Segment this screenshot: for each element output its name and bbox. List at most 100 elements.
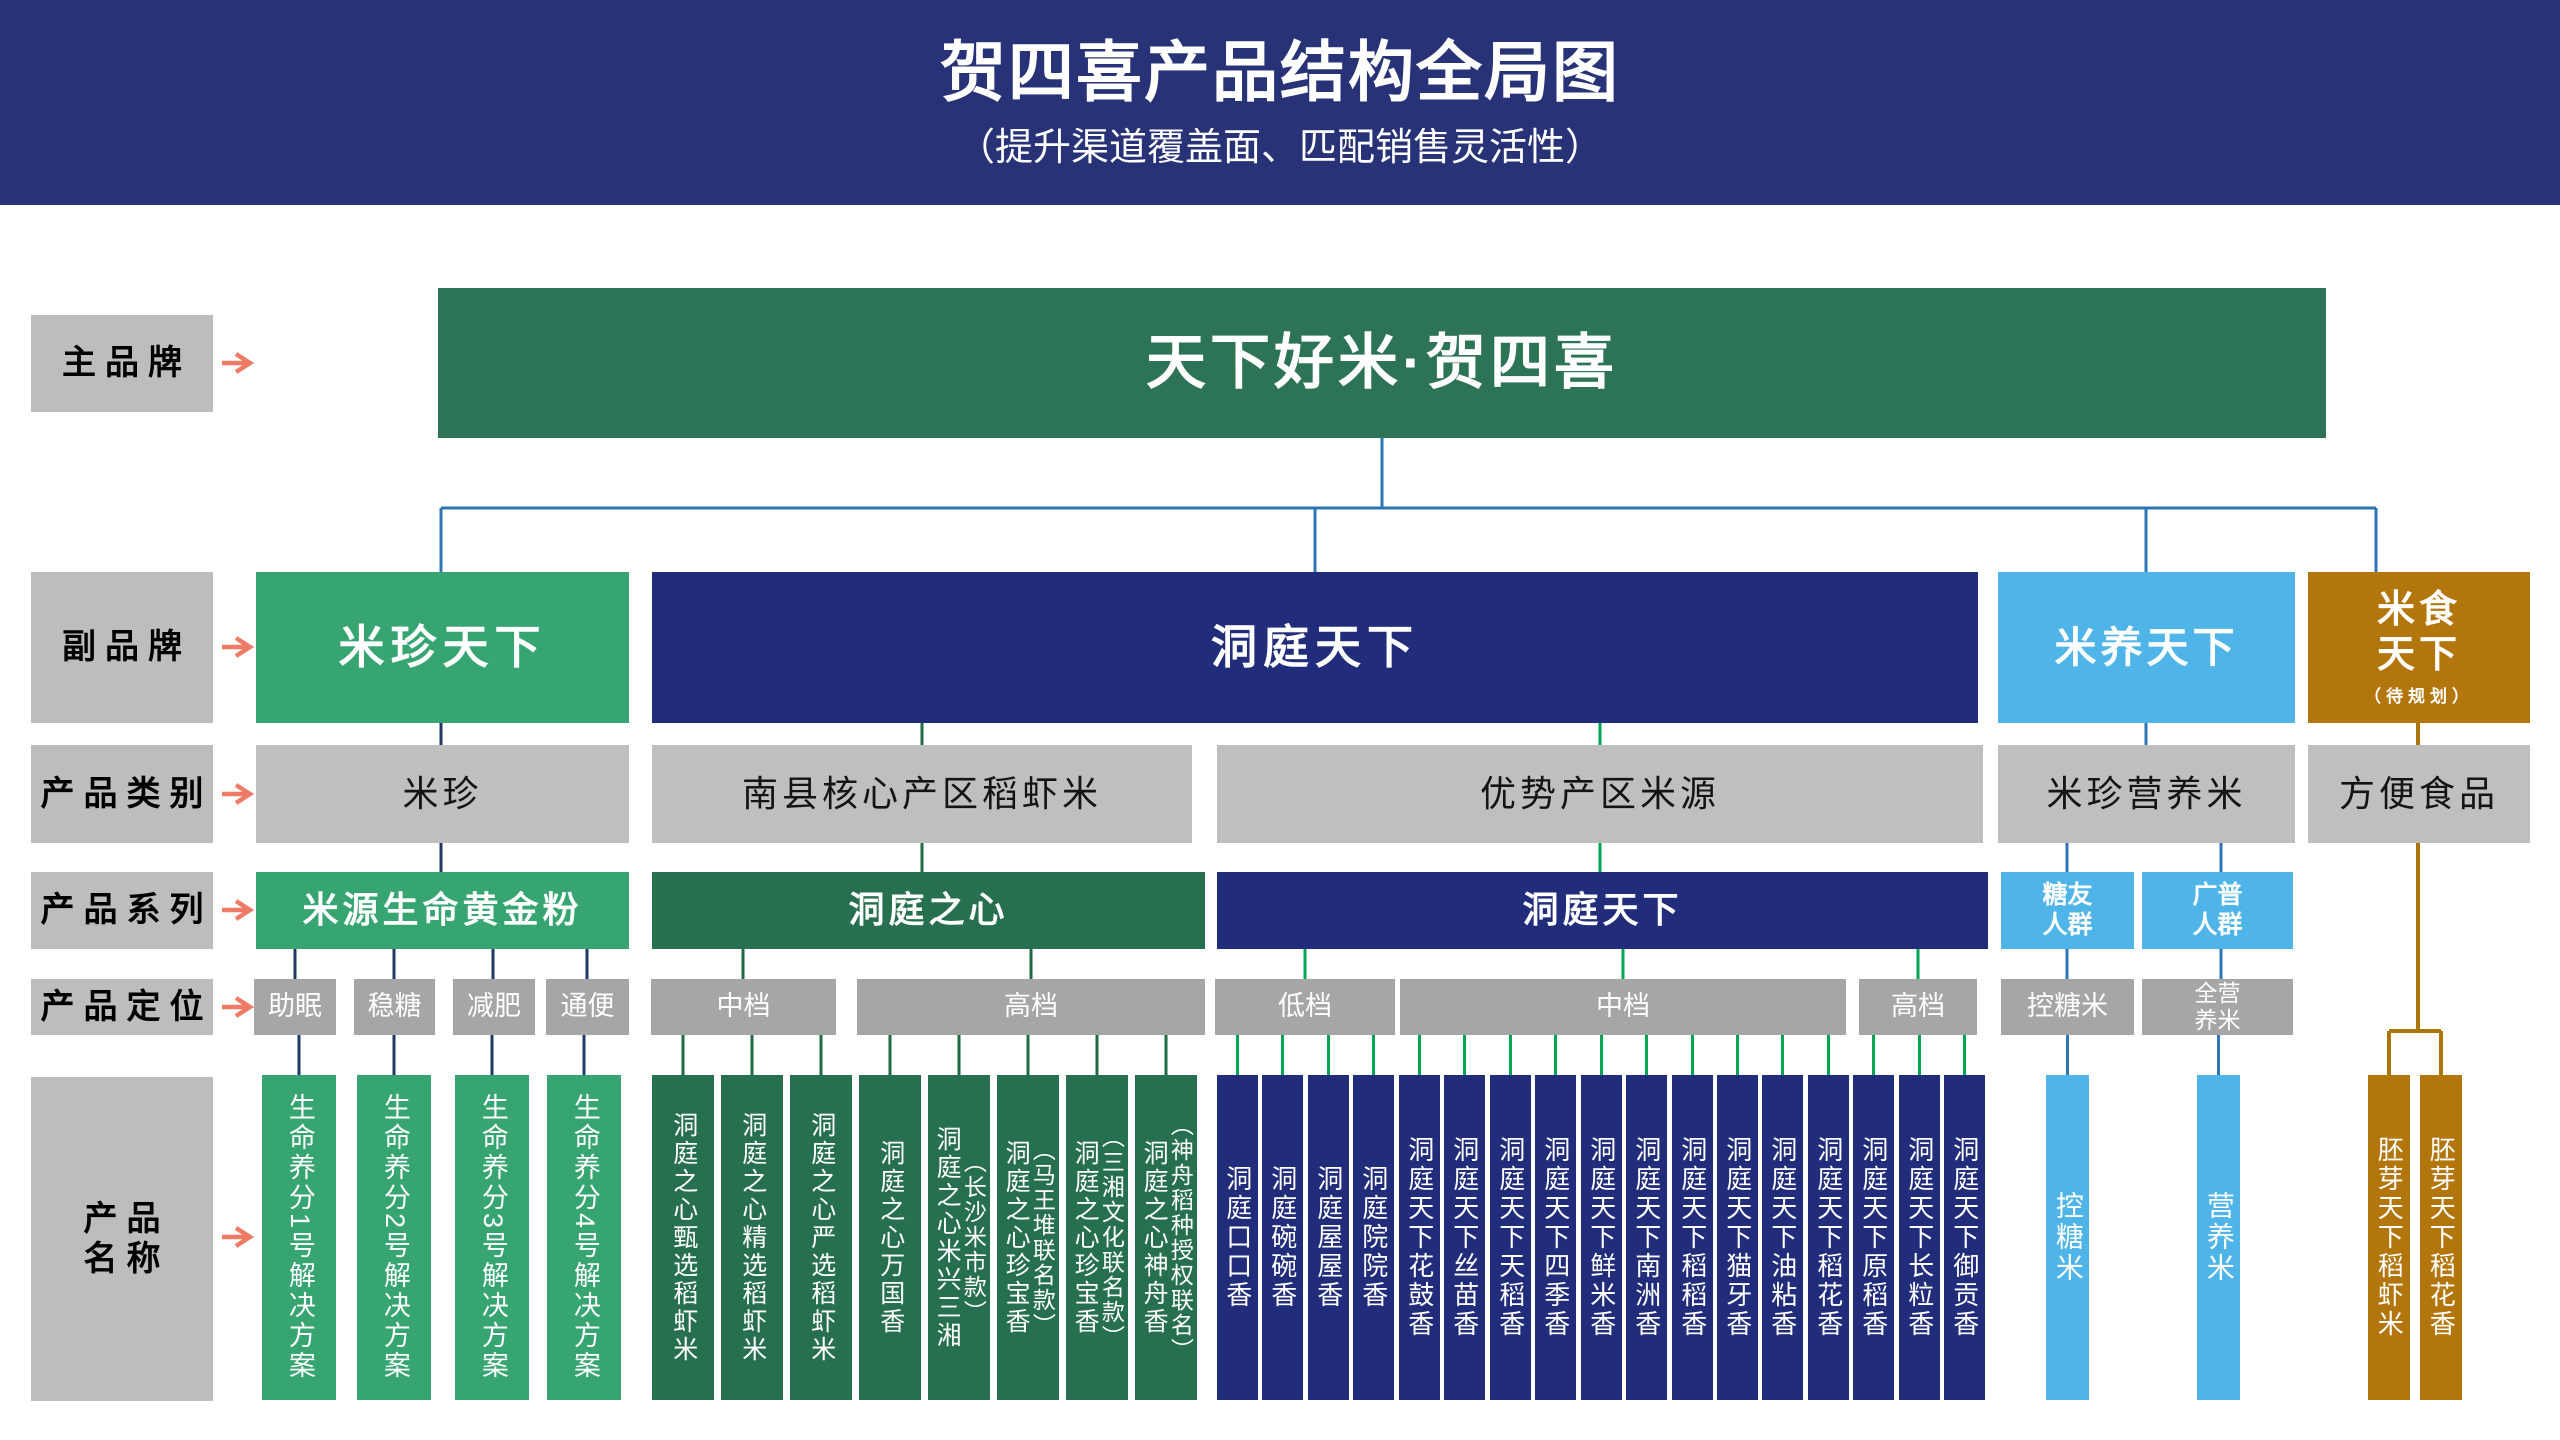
product-bar-label: 洞庭天下长粒香 (1904, 1136, 1935, 1339)
product-bar: 洞庭碗碗香 (1262, 1075, 1303, 1400)
positioning-heart-mid: 中档 (651, 979, 836, 1035)
product-bar: 营养米 (2197, 1075, 2240, 1400)
positioning-zhumian: 助眠 (254, 979, 336, 1035)
sub-brand-mishi: 米食 天下 （待规划） (2308, 572, 2530, 723)
product-bar-note: （长沙米市款） (960, 1150, 987, 1325)
product-bar-label: 胚芽天下稻花香 (2426, 1136, 2457, 1339)
product-bar-label: 洞庭天下花鼓香 (1404, 1136, 1435, 1339)
product-bar-label: 洞庭天下稻稻香 (1677, 1136, 1708, 1339)
product-bar: 洞庭天下稻稻香 (1672, 1075, 1713, 1400)
product-bar: 洞庭之心精选稻虾米 (721, 1075, 783, 1400)
product-bar-label: 生命养分4号解决方案 (569, 1093, 600, 1382)
product-bar-label: 洞庭之心珍宝香 (1002, 1139, 1031, 1336)
product-bar-label: 洞庭之心甄选稻虾米 (669, 1111, 698, 1364)
category-convenience: 方便食品 (2308, 745, 2530, 843)
product-bar-label: 洞庭天下原稻香 (1858, 1136, 1889, 1339)
product-bar: 洞庭天下丝苗香 (1444, 1075, 1485, 1400)
product-bar-label: 洞庭天下稻花香 (1813, 1136, 1844, 1339)
category-nanxian: 南县核心产区稻虾米 (652, 745, 1192, 843)
product-bar-label: 胚芽天下稻虾米 (2374, 1136, 2405, 1339)
product-bar-label: 洞庭院院香 (1358, 1165, 1389, 1310)
product-bar: 生命养分4号解决方案 (547, 1075, 621, 1400)
product-bar-label: 洞庭天下鲜米香 (1586, 1136, 1617, 1339)
product-bar-label: 洞庭之心严选稻虾米 (807, 1111, 836, 1364)
sub-brand-mizhen: 米珍天下 (256, 572, 629, 723)
product-bar: 洞庭屋屋香 (1308, 1075, 1349, 1400)
product-bar: 洞庭之心珍宝香（马王堆联名款） (997, 1075, 1059, 1400)
product-bar: 生命养分2号解决方案 (357, 1075, 431, 1400)
product-bar-label: 洞庭之心精选稻虾米 (738, 1111, 767, 1364)
product-bar: 洞庭之心珍宝香（三湘文化联名款） (1066, 1075, 1128, 1400)
positioning-wentang: 稳糖 (354, 979, 435, 1035)
product-bar-label: 控糖米 (2052, 1191, 2084, 1284)
product-bar-label: 生命养分2号解决方案 (379, 1093, 410, 1382)
category-youshi: 优势产区米源 (1217, 745, 1983, 843)
product-bar: 洞庭之心严选稻虾米 (790, 1075, 852, 1400)
product-bar-label: 洞庭天下油粘香 (1767, 1136, 1798, 1339)
positioning-dt-high: 高档 (1859, 979, 1977, 1035)
title-banner: 贺四喜产品结构全局图 （提升渠道覆盖面、匹配销售灵活性） (0, 0, 2560, 205)
series-dongting-heart: 洞庭之心 (652, 872, 1205, 949)
product-bar-label: 洞庭口口香 (1222, 1165, 1253, 1310)
positioning-dt-mid: 中档 (1400, 979, 1846, 1035)
brand-tree-lines (439, 438, 2378, 572)
product-bar-label: 洞庭天下天稻香 (1495, 1136, 1526, 1339)
sub-brand-miyang: 米养天下 (1998, 572, 2295, 723)
category-mizhen-nutrition: 米珍营养米 (1998, 745, 2295, 843)
product-bar-label: 洞庭之心米兴三湘 (933, 1125, 962, 1350)
positioning-tongbian: 通便 (546, 979, 629, 1035)
row-label-sub-brand: 副品牌 (31, 572, 213, 723)
product-bar-label: 洞庭屋屋香 (1313, 1165, 1344, 1310)
product-bar: 生命养分1号解决方案 (262, 1075, 336, 1400)
product-bar: 洞庭天下猫牙香 (1717, 1075, 1758, 1400)
row-label-positioning: 产品定位 (31, 979, 213, 1035)
positioning-quanying: 全营 养米 (2142, 979, 2293, 1035)
sub-brand-mishi-note: （待规划） (2364, 687, 2474, 707)
product-bar: 洞庭院院香 (1353, 1075, 1394, 1400)
product-bar: 洞庭之心万国香 (859, 1075, 921, 1400)
product-bar: 控糖米 (2046, 1075, 2089, 1400)
arrow-icon (222, 1226, 255, 1248)
product-bar: 洞庭天下原稻香 (1853, 1075, 1894, 1400)
sub-brand-mishi-name: 米食 天下 (2376, 588, 2461, 677)
arrow-icon (222, 996, 255, 1018)
arrow-icon (222, 783, 255, 805)
arrow-icon (222, 899, 255, 921)
product-bar: 洞庭之心米兴三湘（长沙米市款） (928, 1075, 990, 1400)
product-bar: 洞庭天下御贡香 (1944, 1075, 1985, 1400)
positioning-kongtang: 控糖米 (2001, 979, 2134, 1035)
product-bar-label: 营养米 (2203, 1191, 2235, 1284)
product-bar-note: （三湘文化联名款） (1098, 1125, 1125, 1350)
product-bar-label: 生命养分1号解决方案 (284, 1093, 315, 1382)
product-bar-label: 洞庭天下丝苗香 (1449, 1136, 1480, 1339)
row-label-category: 产品类别 (31, 745, 213, 843)
product-bar: 洞庭之心甄选稻虾米 (652, 1075, 714, 1400)
positioning-heart-high: 高档 (857, 979, 1205, 1035)
product-bar: 生命养分3号解决方案 (455, 1075, 529, 1400)
page-subtitle: （提升渠道覆盖面、匹配销售灵活性） (956, 127, 1603, 170)
product-bar: 洞庭天下天稻香 (1490, 1075, 1531, 1400)
row-label-product-name: 产品 名称 (31, 1077, 213, 1401)
product-bar: 洞庭天下稻花香 (1808, 1075, 1849, 1400)
product-bar: 洞庭天下油粘香 (1762, 1075, 1803, 1400)
product-bar: 洞庭天下花鼓香 (1399, 1075, 1440, 1400)
category-mizhen: 米珍 (256, 745, 629, 843)
product-bar-label: 洞庭之心珍宝香 (1071, 1139, 1100, 1336)
product-bar-label: 洞庭之心万国香 (876, 1139, 905, 1336)
product-bar-label: 洞庭之心神舟香 (1140, 1139, 1169, 1336)
product-bar-label: 洞庭天下四季香 (1540, 1136, 1571, 1339)
page-title: 贺四喜产品结构全局图 (940, 35, 1620, 110)
positioning-jianfei: 减肥 (453, 979, 535, 1035)
product-bar: 洞庭之心神舟香（神舟稻种授权联名） (1135, 1075, 1197, 1400)
product-bar: 洞庭天下南洲香 (1626, 1075, 1667, 1400)
product-bar: 胚芽天下稻虾米 (2368, 1075, 2410, 1400)
arrow-icon (222, 352, 255, 374)
series-dongting-tianxia: 洞庭天下 (1217, 872, 1988, 949)
row-arrow-icons (222, 352, 255, 1248)
main-brand-bar: 天下好米·贺四喜 (438, 288, 2326, 438)
product-bar-label: 生命养分3号解决方案 (477, 1093, 508, 1382)
product-bar: 洞庭天下四季香 (1535, 1075, 1576, 1400)
product-bar: 胚芽天下稻花香 (2420, 1075, 2462, 1400)
product-bar-note: （马王堆联名款） (1029, 1137, 1056, 1338)
